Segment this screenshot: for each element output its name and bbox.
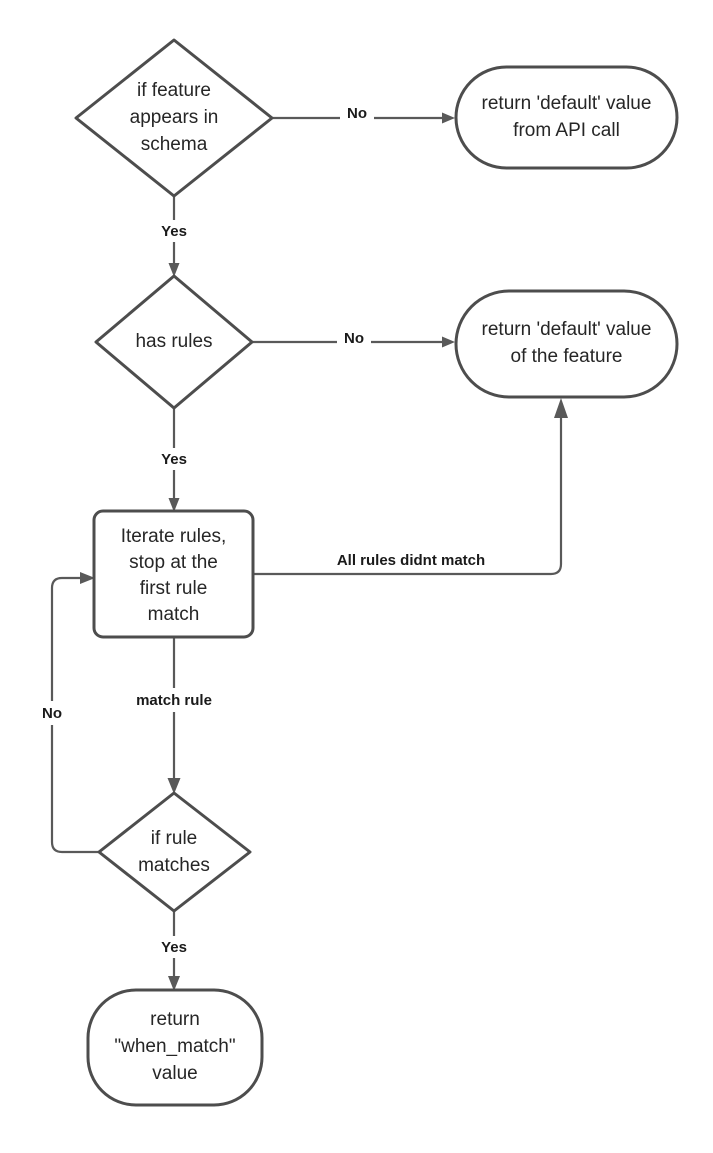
edge-label-match-rule: match rule — [119, 688, 229, 712]
process-iterate-rules-line-3: first rule — [140, 578, 208, 599]
decision-shape-has-rules — [94, 274, 254, 410]
edge-label-text-rule-yes: Yes — [161, 939, 187, 956]
arrowhead-rules-yes — [168, 498, 180, 512]
edge-line-all-rules-didnt-match — [253, 414, 563, 576]
process-shape-iterate-rules — [92, 509, 255, 639]
decision-schema-line-1: if feature — [137, 80, 211, 101]
node-terminal-return-default-from-api[interactable]: return 'default' value from API call — [454, 65, 679, 170]
node-terminal-return-default-of-feature[interactable]: return 'default' value of the feature — [454, 289, 679, 399]
arrowhead-schema-yes — [168, 263, 180, 277]
label-backdrop-schema-yes — [152, 220, 196, 242]
label-backdrop-all-rules-didnt-match — [321, 548, 501, 572]
terminal-shape-when-match — [86, 988, 264, 1107]
terminal-when-match-line-1: return — [150, 1009, 200, 1030]
terminal-feature-default-line-1: return 'default' value — [482, 319, 652, 340]
terminal-shape-api-default — [454, 65, 679, 170]
decision-rule-matches-line-2: matches — [138, 855, 210, 876]
decision-shape-rule-matches — [97, 791, 252, 913]
label-backdrop-match-rule — [119, 688, 229, 712]
edge-label-text-rules-no: No — [344, 330, 364, 347]
edge-label-all-rules-didnt-match: All rules didnt match — [321, 548, 501, 572]
label-backdrop-rule-no-loop — [35, 701, 69, 725]
process-iterate-rules-line-1: Iterate rules, — [121, 526, 227, 547]
edge-match-rule — [167, 637, 181, 794]
terminal-when-match-line-3: value — [152, 1063, 197, 1084]
process-iterate-rules-line-4: match — [148, 604, 200, 625]
edge-label-text-rules-yes: Yes — [161, 451, 187, 468]
decision-schema-line-2: appears in — [130, 107, 219, 128]
edge-label-text-match-rule: match rule — [136, 692, 212, 709]
arrowhead-schema-no — [442, 112, 455, 124]
edge-label-schema-no: No — [340, 102, 374, 124]
terminal-feature-default-line-2: of the feature — [511, 346, 623, 367]
node-decision-if-feature-appears-in-schema[interactable]: if feature appears in schema — [74, 38, 274, 198]
edge-label-text-all-rules-didnt-match: All rules didnt match — [337, 552, 485, 569]
terminal-shape-feature-default — [454, 289, 679, 399]
terminal-api-default-line-2: from API call — [513, 120, 620, 141]
decision-rule-matches-line-1: if rule — [151, 828, 197, 849]
edge-label-rule-no-loop: No — [35, 701, 69, 725]
decision-has-rules-line-1: has rules — [135, 331, 212, 352]
label-backdrop-rule-yes — [152, 936, 196, 958]
edge-label-text-schema-no: No — [347, 105, 367, 122]
label-backdrop-schema-no — [340, 102, 374, 124]
node-decision-if-rule-matches[interactable]: if rule matches — [97, 791, 252, 913]
arrowhead-rules-no — [442, 336, 455, 348]
arrowhead-all-rules-didnt-match — [554, 398, 568, 418]
label-backdrop-rules-yes — [152, 448, 196, 470]
edge-label-rules-no: No — [337, 327, 371, 349]
edge-label-rules-yes: Yes — [152, 448, 196, 470]
edge-label-schema-yes: Yes — [152, 220, 196, 242]
decision-schema-line-3: schema — [141, 134, 208, 155]
arrowhead-match-rule — [167, 778, 181, 794]
edge-label-rule-yes: Yes — [152, 936, 196, 958]
arrowhead-rule-no-loop — [80, 572, 95, 584]
node-terminal-return-when-match[interactable]: return "when_match" value — [86, 988, 264, 1107]
edge-label-text-schema-yes: Yes — [161, 223, 187, 240]
edge-all-rules-didnt-match — [253, 398, 568, 576]
node-decision-has-rules[interactable]: has rules — [94, 274, 254, 410]
process-iterate-rules-line-2: stop at the — [129, 552, 218, 573]
label-backdrop-rules-no — [337, 327, 371, 349]
edge-label-text-rule-no-loop: No — [42, 705, 62, 722]
node-process-iterate-rules[interactable]: Iterate rules, stop at the first rule ma… — [92, 509, 255, 639]
decision-shape-schema — [74, 38, 274, 198]
arrowhead-rule-yes — [168, 976, 180, 991]
terminal-when-match-line-2: "when_match" — [114, 1036, 235, 1057]
terminal-api-default-line-1: return 'default' value — [482, 93, 652, 114]
